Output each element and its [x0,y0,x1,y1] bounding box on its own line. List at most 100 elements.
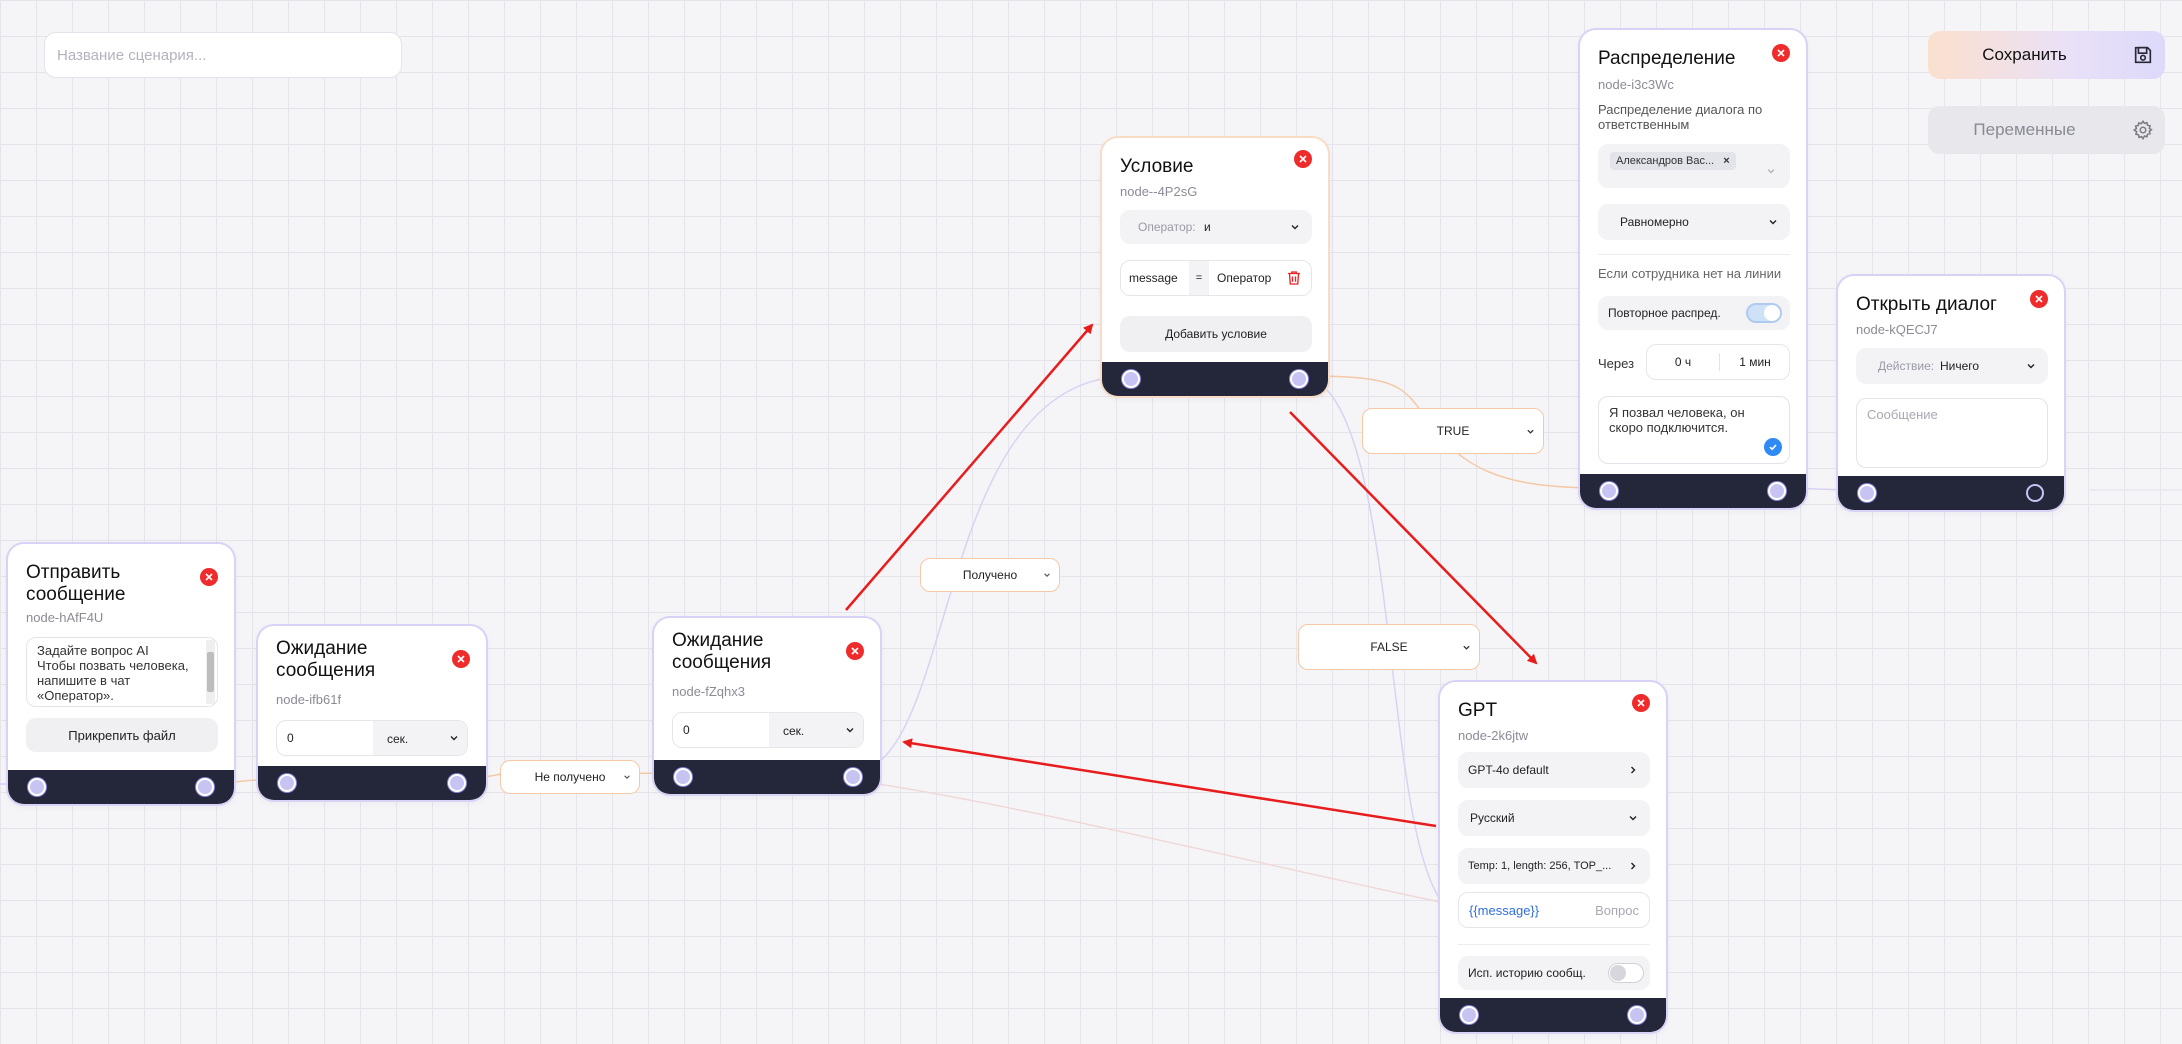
unit-select[interactable]: сек. [769,713,863,747]
chevron-down-icon [1767,169,1775,174]
node-id: node--4P2sG [1120,184,1198,199]
close-icon[interactable] [2030,290,2048,308]
rule-value[interactable]: Оператор [1217,271,1272,285]
distribution-description: Распределение диалога по ответственным [1598,102,1763,132]
edge-label-false[interactable]: FALSE [1298,624,1480,670]
save-icon [2121,44,2165,66]
remove-icon[interactable]: × [1723,155,1730,167]
output-port[interactable] [196,778,214,796]
after-label: Через [1598,356,1635,371]
variables-button[interactable]: Переменные [1928,106,2165,154]
model-select[interactable]: GPT-4o default [1458,752,1650,788]
trash-icon[interactable] [1285,269,1303,287]
output-port[interactable] [1768,482,1786,500]
chevron-right-icon [1631,862,1636,870]
node-open-dialog[interactable]: Открыть диалог node-kQECJ7 Действие: Нич… [1836,274,2066,512]
input-port[interactable] [278,774,296,792]
chevron-down-icon [1291,225,1299,230]
message-textarea[interactable]: Сообщение [1856,398,2048,468]
node-distribution[interactable]: Распределение node-i3c3Wc Распределение … [1578,28,1808,510]
language-select[interactable]: Русский [1458,800,1650,836]
toggle-knob [1610,965,1626,981]
close-icon[interactable] [846,642,864,660]
node-title: GPT [1458,700,1498,721]
mode-select[interactable]: Равномерно [1598,204,1790,240]
chevron-down-icon [1629,816,1637,821]
delay-field[interactable]: 0 сек. [672,712,864,748]
close-icon[interactable] [452,650,470,668]
node-title: Ожидание сообщения [672,630,772,673]
textarea-scrollbar[interactable] [206,640,215,704]
input-port[interactable] [674,768,692,786]
chevron-down-icon [450,736,458,741]
chevron-right-icon [1631,766,1636,774]
rule-operator[interactable]: = [1189,261,1209,295]
unit-select[interactable]: сек. [373,721,467,755]
unit-value: сек. [783,724,805,738]
node-footer [1102,362,1328,396]
close-icon[interactable] [200,568,218,586]
delay-inputs[interactable]: 0 ч 1 мин [1646,344,1790,380]
input-port[interactable] [1858,484,1876,502]
edge-label-text: TRUE [1436,424,1470,438]
output-port[interactable] [448,774,466,792]
node-wait-message-1[interactable]: Ожидание сообщения node-ifb61f 0 сек. [256,624,488,802]
edge-label-true[interactable]: TRUE [1362,408,1544,454]
params-value: Temp: 1, length: 256, TOP_... [1468,860,1612,872]
save-button[interactable]: Сохранить [1928,31,2165,79]
node-wait-message-2[interactable]: Ожидание сообщения node-fZqhx3 0 сек. [652,616,882,796]
node-gpt[interactable]: GPT node-2k6jtw GPT-4o default Русский T… [1438,680,1668,1034]
input-port[interactable] [1122,370,1140,388]
chevron-down-icon [1463,645,1470,650]
node-id: node-hAfF4U [26,610,104,625]
input-port[interactable] [1460,1006,1478,1024]
output-port[interactable] [2026,484,2044,502]
params-select[interactable]: Temp: 1, length: 256, TOP_... [1458,848,1650,884]
rule-field[interactable]: message [1129,271,1178,285]
prompt-placeholder: Вопрос [1595,902,1639,918]
gear-icon [2121,119,2165,141]
operator-select[interactable]: Оператор: и [1120,210,1312,244]
node-condition[interactable]: Условие node--4P2sG Оператор: и message … [1100,136,1330,398]
close-icon[interactable] [1632,694,1650,712]
node-id: node-2k6jtw [1458,728,1529,743]
mode-value: Равномерно [1620,215,1689,229]
edge-label-received[interactable]: Получено [920,558,1060,592]
input-port[interactable] [1600,482,1618,500]
input-port[interactable] [28,778,46,796]
divider [1458,944,1650,945]
message-textarea[interactable]: Я позвал человека, он скоро подключится. [1598,396,1790,464]
hours-input[interactable]: 0 ч [1674,355,1692,369]
operator-value: и [1204,220,1211,234]
redistribute-toggle[interactable] [1746,303,1782,323]
node-title: Отправить сообщение [26,562,126,605]
chevron-down-icon [624,775,630,779]
node-send-message[interactable]: Отправить сообщение node-hAfF4U Задайте … [6,542,236,806]
assignee-select[interactable]: Александров Вас... × [1598,144,1790,188]
model-value: GPT-4o default [1468,763,1549,777]
action-label: Действие: [1878,359,1935,373]
scenario-name-input[interactable] [44,32,402,78]
check-icon[interactable] [1764,438,1782,456]
close-icon[interactable] [1772,44,1790,62]
output-port[interactable] [1290,370,1308,388]
history-toggle[interactable] [1608,963,1644,983]
attach-file-button[interactable]: Прикрепить файл [26,718,218,752]
delay-field[interactable]: 0 сек. [276,720,468,756]
action-select[interactable]: Действие: Ничего [1856,348,2048,384]
node-footer [1838,476,2064,510]
edge-label-text: FALSE [1370,640,1408,654]
node-title: Распределение [1598,48,1736,69]
output-port[interactable] [844,768,862,786]
minutes-input[interactable]: 1 мин [1739,355,1771,369]
close-icon[interactable] [1294,150,1312,168]
message-textarea[interactable]: Задайте вопрос AI Чтобы позвать человека… [26,637,218,707]
add-condition-button[interactable]: Добавить условие [1120,316,1312,352]
operator-label: Оператор: [1138,220,1196,234]
node-id: node-fZqhx3 [672,684,745,699]
edge-label-not-received[interactable]: Не получено [500,760,640,794]
output-port[interactable] [1628,1006,1646,1024]
prompt-input[interactable]: {{message}} Вопрос [1458,892,1650,928]
condition-rule[interactable]: message = Оператор [1120,260,1312,296]
